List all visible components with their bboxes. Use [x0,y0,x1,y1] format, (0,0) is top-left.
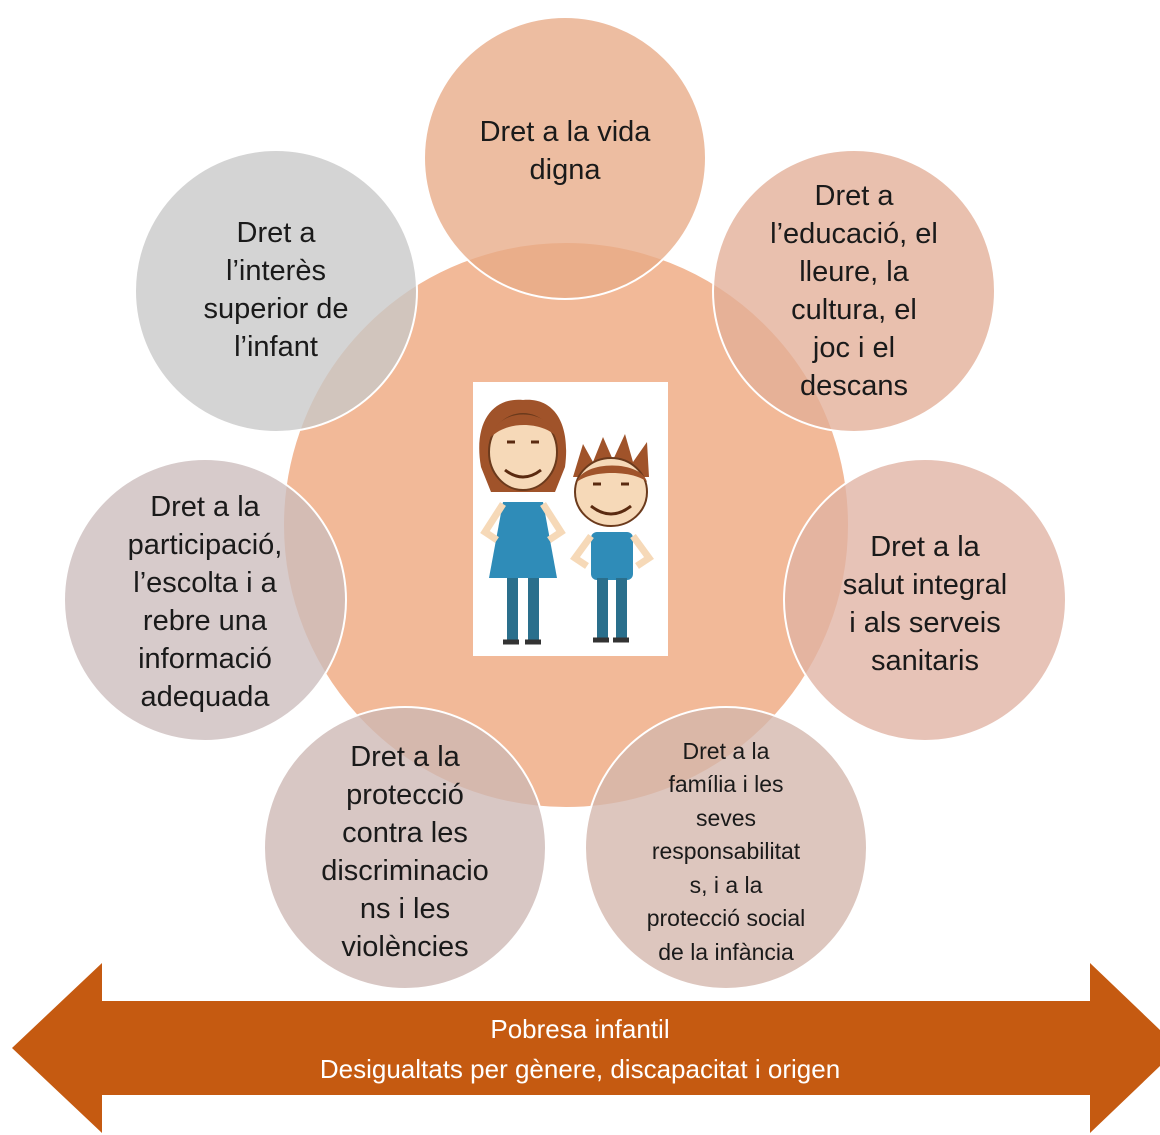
boy-figure [570,434,654,643]
right-circle-proteccio [263,706,547,990]
right-circle-participacio [63,458,347,742]
right-circle-familia [584,706,868,990]
right-label-educacio: Dret a l’educació, el lleure, la cultura… [770,180,938,402]
right-circle-educacio [712,149,996,433]
girl-figure [479,399,567,645]
right-circle-interes [134,149,418,433]
arrow-subtitle: Desigualtats per gènere, discapacitat i … [319,1054,841,1084]
right-circle-vida [423,16,707,300]
right-circle-salut [783,458,1067,742]
right-label-proteccio: Dret a la protecció contra les discrimin… [321,741,489,963]
right-label-familia: Dret a la família i les seves responsabi… [646,737,806,965]
right-label-participacio: Dret a la participació, l’escolta i a re… [127,491,283,713]
right-label-salut: Dret a la salut integral i als serveis s… [842,531,1008,677]
right-label-interes: Dret a l’interès superior de l’infant [203,217,349,363]
double-arrow [12,963,1160,1133]
right-label-vida: Dret a la vida digna [479,116,651,186]
children-illustration [473,382,668,656]
arrow-title: Pobresa infantil [490,1014,670,1044]
